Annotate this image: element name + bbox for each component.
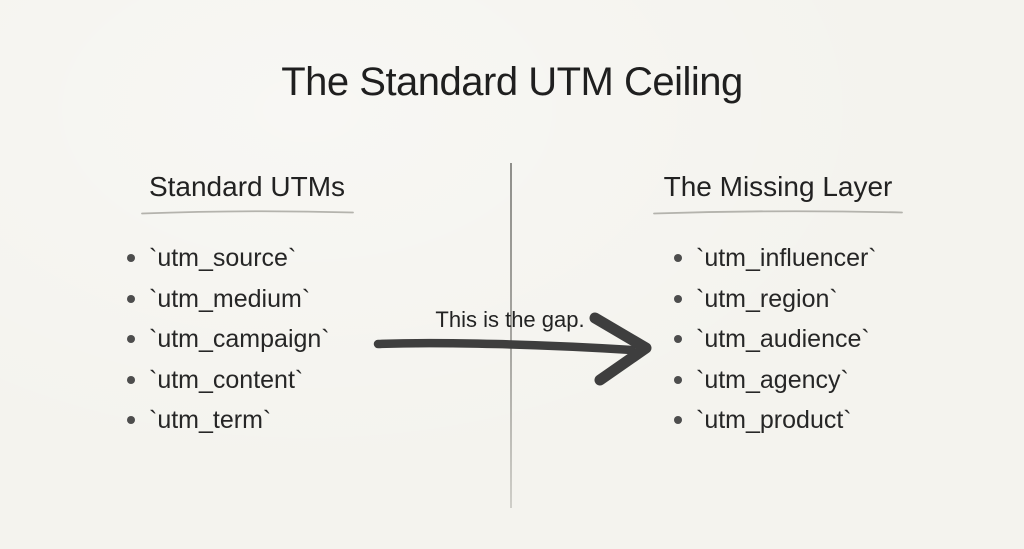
list-item-label: `utm_influencer`	[696, 244, 877, 273]
list-item: `utm_product`	[632, 400, 924, 441]
list-item: `utm_audience`	[632, 319, 924, 360]
list-item-label: `utm_medium`	[149, 284, 311, 313]
bullet-dot-icon	[127, 254, 135, 263]
list-item-label: `utm_content`	[149, 365, 304, 394]
column-header-missing-layer: The Missing Layer	[663, 171, 893, 202]
header-underline	[653, 210, 903, 215]
column-header-standard-utms: Standard UTMs	[148, 171, 346, 202]
bullet-dot-icon	[674, 375, 682, 384]
missing-layer-column: The Missing Layer `utm_influencer` `utm_…	[632, 170, 924, 460]
bullet-dot-icon	[127, 416, 135, 425]
list-item-label: `utm_campaign`	[149, 325, 330, 354]
list-item-label: `utm_term`	[149, 406, 272, 435]
bullet-dot-icon	[674, 335, 682, 344]
list-item: `utm_medium`	[102, 279, 392, 320]
page-title: The Standard UTM Ceiling	[281, 60, 743, 104]
list-item: `utm_term`	[102, 400, 392, 441]
bullet-dot-icon	[674, 294, 682, 303]
bullet-dot-icon	[674, 416, 682, 425]
list-item: `utm_region`	[632, 279, 924, 320]
list-item: `utm_content`	[102, 360, 392, 401]
list-item-label: `utm_region`	[696, 284, 838, 313]
vertical-divider	[510, 163, 512, 508]
bullet-dot-icon	[127, 335, 135, 344]
list-item-label: `utm_source`	[149, 244, 297, 273]
header-underline	[140, 210, 354, 215]
bullet-dot-icon	[674, 254, 682, 263]
list-item-label: `utm_product`	[696, 406, 852, 435]
missing-layer-list: `utm_influencer` `utm_region` `utm_audie…	[632, 238, 924, 441]
gap-annotation-label: This is the gap.	[435, 307, 585, 332]
standard-utms-list: `utm_source` `utm_medium` `utm_campaign`…	[102, 238, 392, 441]
list-item-label: `utm_agency`	[696, 365, 849, 394]
standard-utms-column: Standard UTMs `utm_source` `utm_medium` …	[102, 170, 392, 460]
right-arrow-icon	[373, 312, 652, 386]
list-item: `utm_campaign`	[102, 319, 392, 360]
bullet-dot-icon	[127, 375, 135, 384]
list-item: `utm_influencer`	[632, 238, 924, 279]
list-item: `utm_agency`	[632, 360, 924, 401]
list-item-label: `utm_audience`	[696, 325, 870, 354]
bullet-dot-icon	[127, 294, 135, 303]
list-item: `utm_source`	[102, 238, 392, 279]
